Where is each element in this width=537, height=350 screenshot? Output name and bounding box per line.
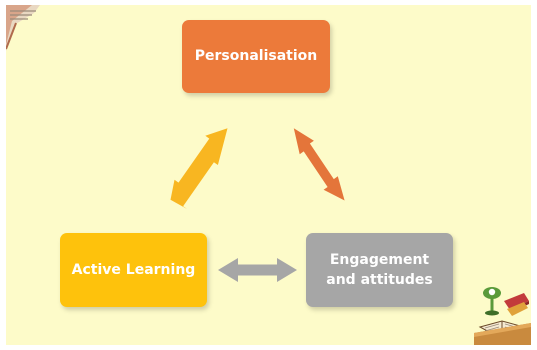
connector-layer: [170, 128, 345, 282]
node-engagement-attitudes: Engagement and attitudes: [306, 233, 453, 307]
desk-lamp-book-icon: [474, 287, 531, 345]
arrow-personalisation-engagement: [293, 128, 345, 201]
book-corner-icon: [6, 5, 40, 51]
slide-canvas: Personalisation Active Learning Engageme…: [6, 5, 531, 345]
node-active-learning-label: Active Learning: [71, 261, 196, 278]
node-personalisation-label: Personalisation: [194, 48, 318, 65]
node-active-learning: Active Learning: [60, 233, 207, 307]
arrow-active-personalisation: [170, 128, 228, 209]
node-personalisation: Personalisation: [182, 20, 330, 93]
node-engagement-label: Engagement and attitudes: [326, 251, 433, 288]
arrow-active-engagement: [218, 258, 297, 282]
